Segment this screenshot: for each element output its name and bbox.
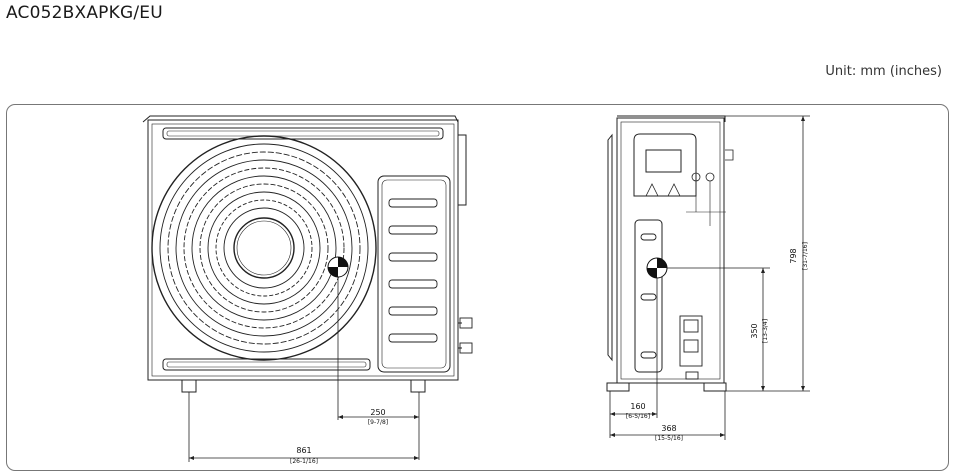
unit-label: Unit: mm (inches) xyxy=(825,64,942,79)
side-service-valves xyxy=(679,315,703,380)
fan-grille xyxy=(151,135,377,361)
dim-front-width-value: 861 xyxy=(296,446,311,455)
side-dimensions xyxy=(609,115,810,440)
dim-side-height-value: 798 xyxy=(789,248,798,263)
front-foot-left xyxy=(181,379,197,393)
dim-side-center-height-inch: [13-3/4] xyxy=(762,319,769,343)
front-body xyxy=(147,119,459,381)
dim-side-center-height-value: 350 xyxy=(750,323,759,338)
side-handle-cutout xyxy=(633,133,697,197)
front-foot-right xyxy=(410,379,426,393)
dim-side-height-inch: [31-7/16] xyxy=(802,242,809,270)
front-service-valves xyxy=(458,317,473,354)
side-center-mark xyxy=(646,257,668,279)
dim-front-width-inch: [26-1/16] xyxy=(290,458,318,465)
front-vent-panel xyxy=(377,175,451,373)
front-dimensions xyxy=(188,277,420,462)
drawing-frame xyxy=(6,104,949,471)
dim-side-foot-value: 160 xyxy=(630,402,645,411)
front-dimension-arrows xyxy=(189,415,419,460)
side-view xyxy=(606,115,734,392)
front-vent-panel-inner xyxy=(381,179,447,369)
dim-side-foot-inch: [6-5/16] xyxy=(626,413,650,420)
side-foot-right xyxy=(703,382,727,392)
front-top-lip xyxy=(142,115,459,123)
side-vent-louvers xyxy=(640,233,657,359)
side-vent-panel xyxy=(634,219,663,373)
page-title: AC052BXAPKG/EU xyxy=(6,3,163,23)
front-vent-louvers xyxy=(388,198,438,343)
dim-side-depth-value: 368 xyxy=(661,424,676,433)
front-bottom-slot-inner xyxy=(166,361,367,368)
side-body-inner xyxy=(620,121,721,380)
dim-side-depth-inch: [15-5/16] xyxy=(655,435,683,442)
side-foot-left xyxy=(606,382,630,392)
side-top-lip xyxy=(617,115,726,122)
side-body xyxy=(616,117,725,384)
side-handle-window xyxy=(645,149,682,173)
front-right-cover xyxy=(457,134,467,206)
front-top-slot-inner xyxy=(166,130,440,137)
dim-front-depth-value: 250 xyxy=(370,408,385,417)
front-center-mark xyxy=(327,256,349,278)
side-fan-guard xyxy=(607,133,613,362)
front-view xyxy=(142,115,473,393)
dim-front-depth-inch: [9-7/8] xyxy=(368,419,388,426)
side-dimension-arrows xyxy=(610,116,805,437)
front-bottom-slot xyxy=(162,358,371,371)
front-top-slot xyxy=(162,127,444,140)
